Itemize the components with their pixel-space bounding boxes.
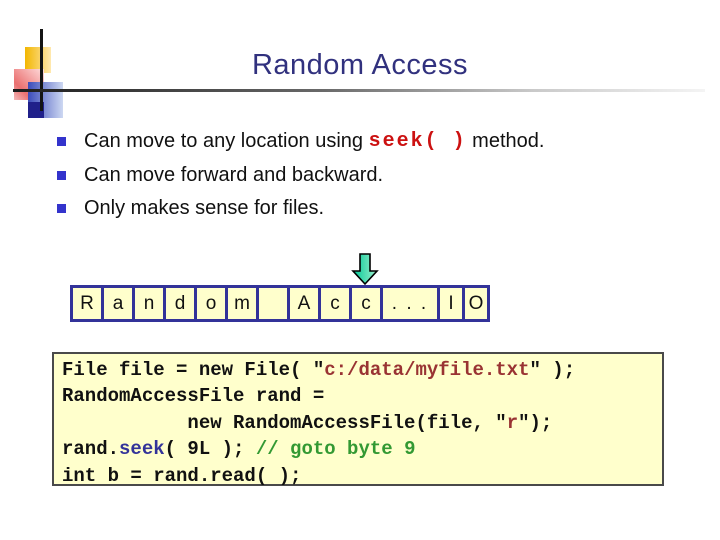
byte-cell: I (437, 285, 465, 322)
code-token: new RandomAccessFile(file, " (62, 411, 507, 434)
bullet-square-icon (57, 203, 66, 213)
code-line: rand.seek( 9L ); // goto byte 9 (62, 436, 662, 462)
decoration-vertical-line (40, 29, 43, 111)
bullet-item: Can move to any location using seek( ) m… (57, 127, 544, 155)
bullet-text: Can move to any location using (84, 129, 369, 152)
code-token-string: c:/data/myfile.txt (324, 359, 530, 381)
code-token: ( 9L ); (164, 438, 256, 461)
code-token-comment: // goto byte 9 (255, 438, 416, 461)
slide-title: Random Access (251, 49, 469, 81)
byte-cell: O (462, 285, 490, 322)
code-token: int b = rand.read( ); (62, 464, 302, 487)
bullet-square-icon (57, 170, 66, 180)
code-token: rand. (62, 438, 120, 461)
byte-cell: c (318, 285, 352, 322)
code-token-keyword: seek (119, 438, 165, 461)
decoration-yellow-square (25, 47, 51, 73)
bullet-square-icon (57, 136, 66, 146)
code-token-string: r (506, 411, 519, 434)
code-token: " ); (529, 359, 576, 381)
code-block: File file = new File( "c:/data/myfile.tx… (52, 352, 664, 489)
byte-cell: o (194, 285, 228, 322)
byte-cell: n (132, 285, 166, 322)
byte-cell: . . . (380, 285, 440, 322)
code-token: RandomAccessFile rand = (62, 385, 325, 408)
byte-cell: c (349, 285, 383, 322)
byte-cell: m (225, 285, 259, 322)
code-line: int b = rand.read( ); (62, 463, 662, 489)
code-token: File file = new File( " (62, 359, 325, 381)
code-line: new RandomAccessFile(file, "r"); (62, 410, 662, 436)
bullet-item: Can move forward and backward. (57, 161, 383, 189)
byte-cell: d (163, 285, 197, 322)
bullet-inline-code: seek( ) (368, 129, 467, 153)
byte-cell: a (101, 285, 135, 322)
code-line: File file = new File( "c:/data/myfile.tx… (62, 357, 662, 383)
bullet-text: Only makes sense for files. (84, 196, 325, 219)
down-arrow-icon (350, 253, 380, 286)
bullet-text: method. (466, 129, 545, 152)
byte-cell: R (70, 285, 104, 322)
bullet-text: Can move forward and backward. (84, 163, 384, 186)
title-underline-rule (13, 89, 705, 92)
code-token: "); (518, 411, 553, 434)
byte-cell: A (287, 285, 321, 322)
byte-cell (256, 285, 290, 322)
code-line: RandomAccessFile rand = (62, 383, 662, 409)
bullet-item: Only makes sense for files. (57, 194, 324, 222)
